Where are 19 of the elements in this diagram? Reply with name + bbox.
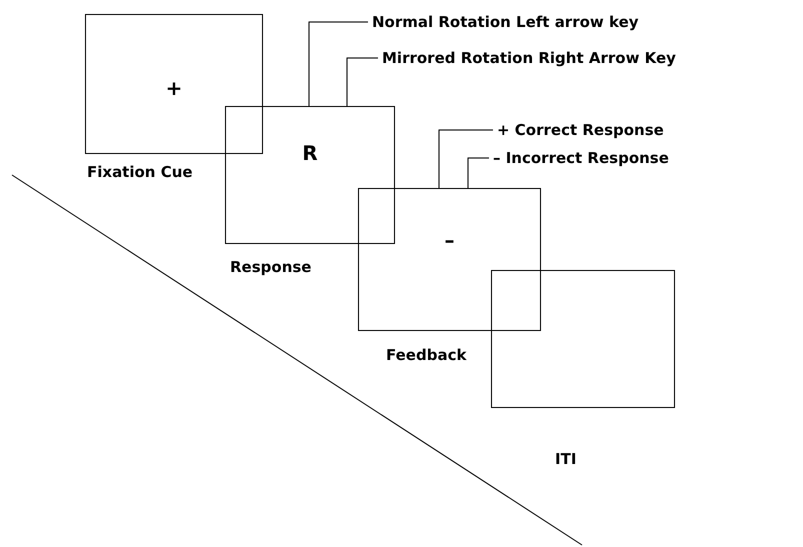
response-label: + Correct Response	[497, 121, 664, 139]
screen-frame	[85, 14, 263, 154]
screen-frame	[491, 270, 675, 408]
screen-symbol: –	[444, 228, 454, 252]
response-label: Mirrored Rotation Right Arrow Key	[382, 49, 676, 67]
screen-frame	[358, 188, 541, 331]
response-label: – Incorrect Response	[493, 149, 669, 167]
leader-line	[346, 58, 378, 106]
leader-line	[468, 158, 490, 188]
screen-frame	[225, 106, 395, 244]
stage-caption: Fixation Cue	[87, 163, 193, 181]
response-label: Normal Rotation Left arrow key	[372, 13, 639, 31]
stage-caption: Feedback	[386, 346, 466, 364]
stage-caption: ITI	[555, 450, 576, 468]
leader-line	[438, 130, 494, 188]
leader-line	[308, 22, 368, 106]
stage-caption: Response	[230, 258, 312, 276]
screen-symbol: +	[166, 76, 182, 100]
screen-symbol: R	[302, 141, 318, 165]
